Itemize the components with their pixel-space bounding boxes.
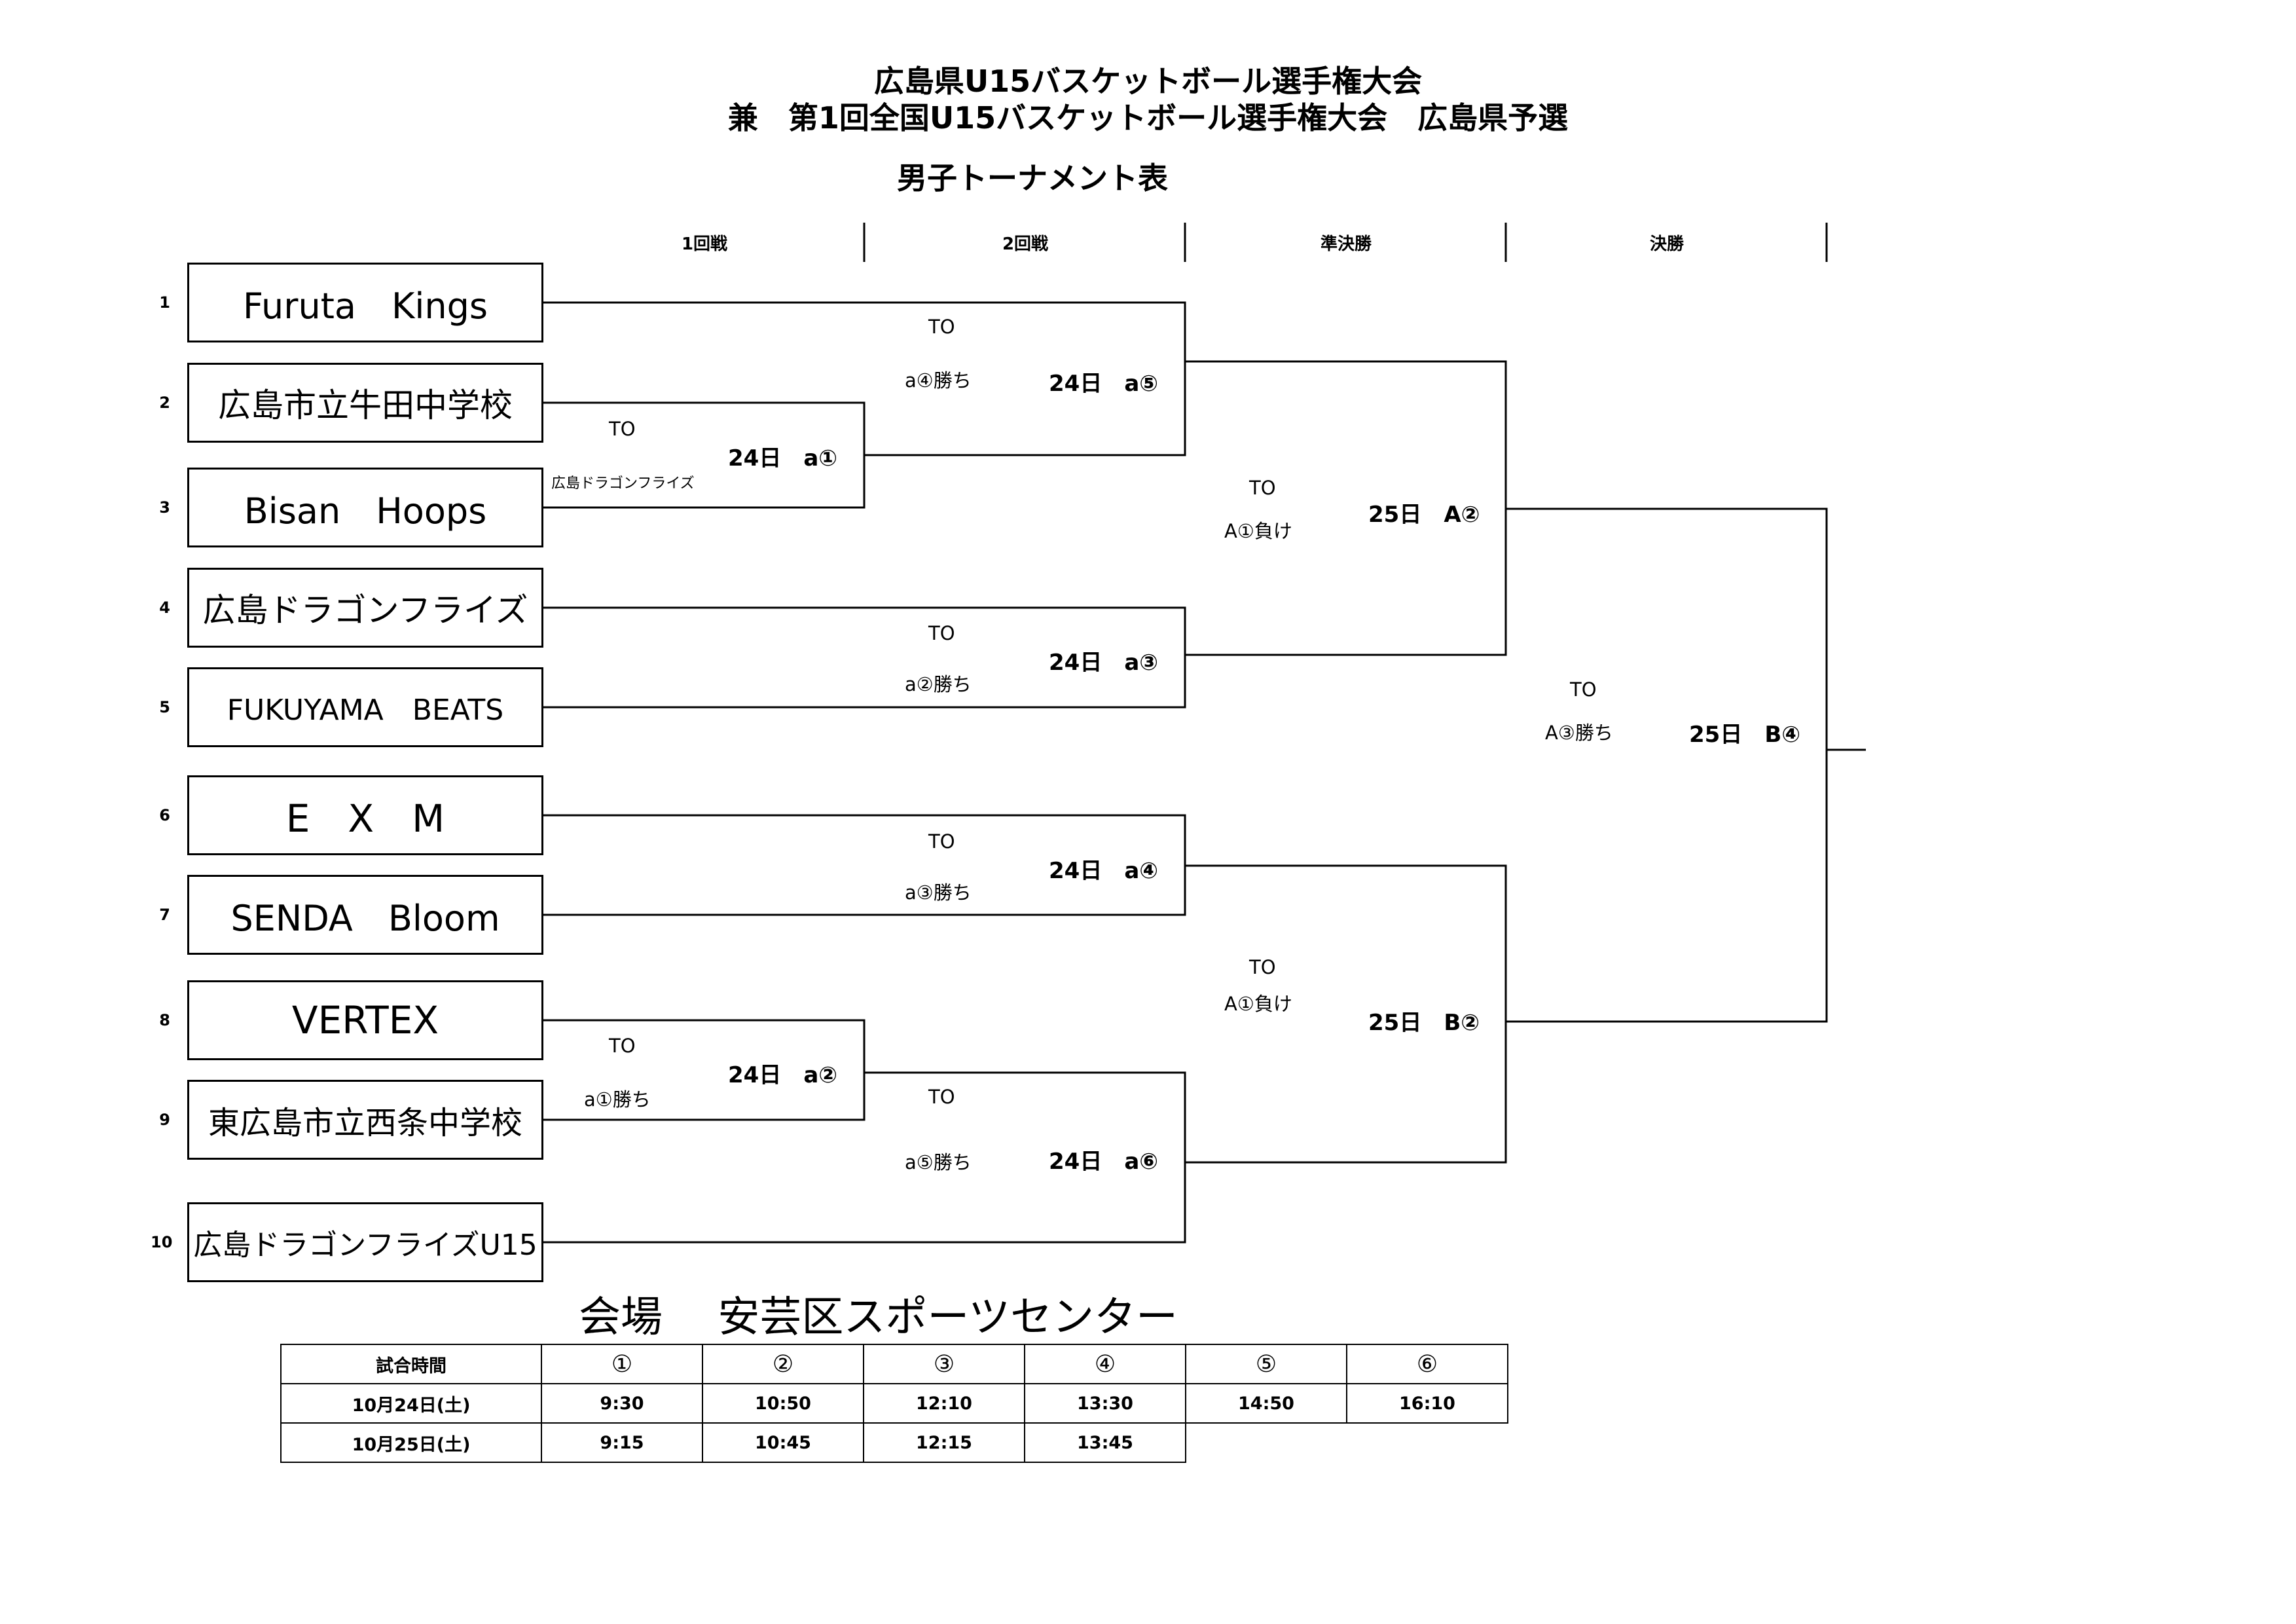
title-line-1: 広島県U15バスケットボール選手権大会: [873, 64, 1423, 99]
round-label-final: 決勝: [1649, 234, 1684, 254]
table-cell-date: 10月24日(土): [280, 1383, 542, 1424]
match-game-label: 24日 a③: [1049, 650, 1159, 676]
table-cell-date: 10月25日(土): [280, 1422, 542, 1463]
round-label-1: 1回戦: [681, 234, 728, 254]
schedule-table: 試合時間 ① ② ③ ④ ⑤ ⑥ 10月24日(土) 9:30 10:50 12…: [280, 1344, 1508, 1463]
match-note: a①勝ち: [584, 1088, 651, 1111]
match-game-label: 25日 A②: [1368, 502, 1480, 528]
slot-header: ④: [1024, 1344, 1186, 1384]
table-header-label: 試合時間: [280, 1344, 542, 1384]
match-to-label: TO: [928, 316, 955, 338]
seed-number: 4: [159, 599, 170, 617]
venue-label: 会場 安芸区スポーツセンター: [579, 1293, 1178, 1342]
seed-number: 7: [159, 906, 170, 924]
team-box-8: VERTEX: [187, 980, 543, 1060]
match-to-label: TO: [609, 1035, 636, 1057]
table-row: 10月24日(土) 9:30 10:50 12:10 13:30 14:50 1…: [280, 1383, 1508, 1424]
match-game-label: 24日 a⑥: [1049, 1149, 1159, 1175]
seed-number: 10: [151, 1233, 173, 1251]
team-box-7: SENDA Bloom: [187, 875, 543, 955]
team-box-3: Bisan Hoops: [187, 468, 543, 547]
match-to-label: TO: [609, 418, 636, 440]
team-box-4: 広島ドラゴンフライズ: [187, 568, 543, 648]
seed-number: 2: [159, 394, 170, 412]
table-cell-time: 10:50: [702, 1383, 864, 1424]
table-cell-time: 13:30: [1024, 1383, 1186, 1424]
team-box-2: 広島市立牛田中学校: [187, 363, 543, 443]
seed-number: 6: [159, 806, 170, 824]
match-to-label: TO: [1249, 477, 1276, 499]
round-label-2: 2回戦: [1002, 234, 1049, 254]
team-box-1: Furuta Kings: [187, 263, 543, 342]
match-to-label: TO: [928, 622, 955, 644]
seed-number: 9: [159, 1111, 170, 1129]
match-game-label: 24日 a⑤: [1049, 371, 1159, 397]
team-box-10: 広島ドラゴンフライズU15: [187, 1202, 543, 1282]
title-line-2: 兼 第1回全国U15バスケットボール選手権大会 広島県予選: [727, 100, 1569, 136]
table-cell-empty: [1186, 1423, 1347, 1462]
seed-number: 1: [159, 293, 170, 312]
table-cell-time: 9:15: [541, 1422, 703, 1463]
match-game-label: 25日 B②: [1368, 1010, 1480, 1036]
match-game-label: 24日 a②: [728, 1062, 838, 1088]
team-box-5: FUKUYAMA BEATS: [187, 667, 543, 747]
table-cell-time: 9:30: [541, 1383, 703, 1424]
table-cell-time: 16:10: [1346, 1383, 1508, 1424]
seed-number: 5: [159, 698, 170, 716]
match-note: a⑤勝ち: [905, 1151, 972, 1173]
match-note: A③勝ち: [1545, 722, 1613, 744]
match-note: A①負け: [1224, 993, 1292, 1015]
table-cell-time: 13:45: [1024, 1422, 1186, 1463]
match-game-label: 25日 B④: [1689, 722, 1801, 748]
slot-header: ②: [702, 1344, 864, 1384]
match-note: A①負け: [1224, 520, 1292, 542]
seed-number: 3: [159, 498, 170, 517]
table-cell-time: 10:45: [702, 1422, 864, 1463]
table-row: 試合時間 ① ② ③ ④ ⑤ ⑥: [280, 1344, 1508, 1384]
table-cell-time: 12:15: [863, 1422, 1025, 1463]
slot-header: ⑤: [1185, 1344, 1347, 1384]
seed-number: 8: [159, 1011, 170, 1029]
table-cell-time: 14:50: [1185, 1383, 1347, 1424]
match-note: 広島ドラゴンフライズ: [551, 475, 695, 492]
table-cell-time: 12:10: [863, 1383, 1025, 1424]
match-game-label: 24日 a①: [728, 445, 838, 471]
bracket-subtitle: 男子トーナメント表: [897, 160, 1168, 196]
match-note: a④勝ち: [905, 369, 972, 392]
match-to-label: TO: [928, 1086, 955, 1108]
match-note: a②勝ち: [905, 673, 972, 695]
match-to-label: TO: [928, 830, 955, 853]
match-to-label: TO: [1249, 956, 1276, 978]
slot-header: ⑥: [1346, 1344, 1508, 1384]
table-cell-empty: [1347, 1423, 1508, 1462]
slot-header: ③: [863, 1344, 1025, 1384]
table-row: 10月25日(土) 9:15 10:45 12:15 13:45: [280, 1422, 1508, 1463]
slot-header: ①: [541, 1344, 703, 1384]
team-box-9: 東広島市立西条中学校: [187, 1080, 543, 1160]
match-to-label: TO: [1570, 678, 1597, 701]
round-label-semifinal: 準決勝: [1320, 234, 1372, 254]
team-box-6: E X M: [187, 775, 543, 855]
match-note: a③勝ち: [905, 881, 972, 904]
match-game-label: 24日 a④: [1049, 858, 1159, 884]
